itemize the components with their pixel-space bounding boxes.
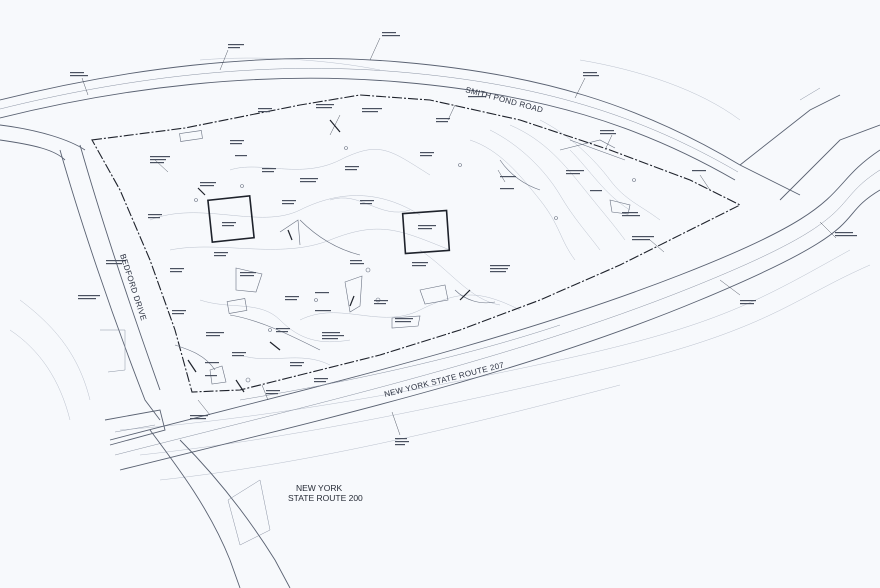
route-200-label-line2: STATE ROUTE 200 [288,493,363,503]
site-markers [187,119,471,393]
note-blocks [70,32,857,446]
site-features [174,139,636,385]
building-west [207,195,255,243]
contour-lines [9,57,871,481]
buildings [179,130,451,314]
property-boundary [91,94,742,393]
route-207-label: NEW YORK STATE ROUTE 207 [383,360,505,399]
street-network [0,58,880,588]
route-200-label-line1: NEW YORK [296,483,342,493]
building-central [401,209,451,255]
